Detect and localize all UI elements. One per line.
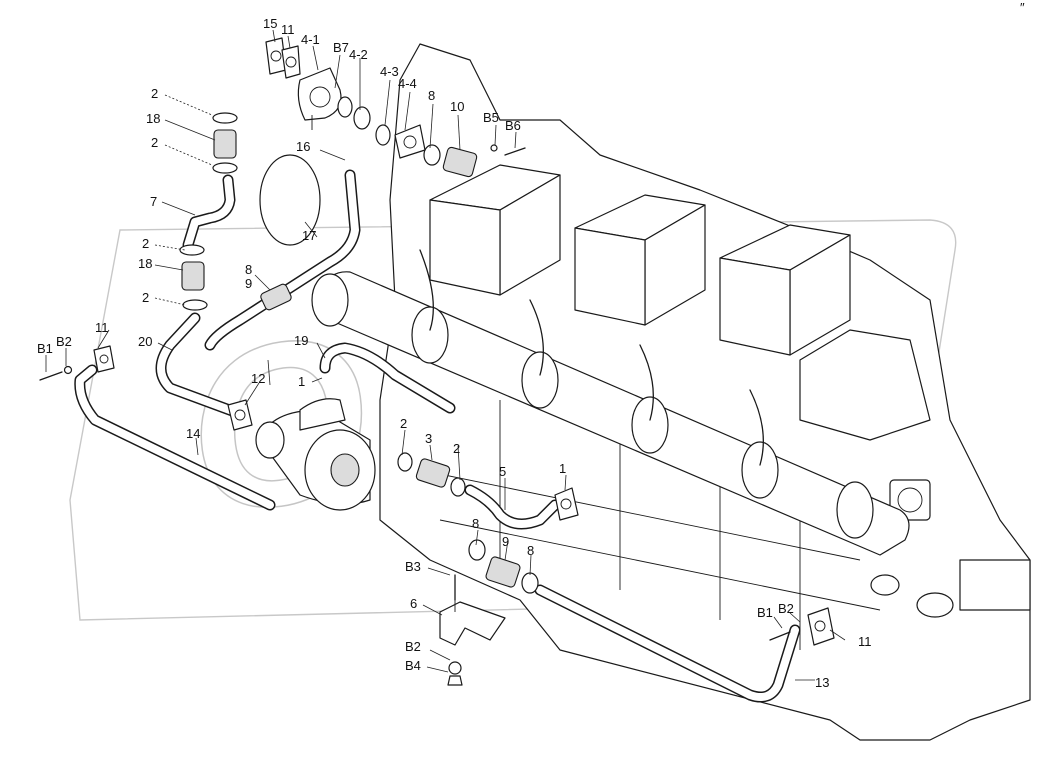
- callout-B5: B5: [483, 110, 499, 125]
- pipe-14: [74, 364, 276, 511]
- callout-20: 20: [138, 334, 152, 349]
- callout-1-right: 1: [559, 461, 566, 476]
- callout-15: 15: [263, 16, 277, 31]
- hose-18-upper: [212, 112, 238, 174]
- callout-2-f: 2: [453, 441, 460, 456]
- callout-11-top: 11: [281, 22, 295, 37]
- callout-13: 13: [815, 675, 829, 690]
- flange-11-right: [807, 607, 835, 646]
- flange-1-right: [554, 487, 579, 521]
- callout-B6: B6: [505, 118, 521, 133]
- flange-12: [227, 399, 253, 431]
- callout-4-2: 4-2: [349, 47, 368, 62]
- callout-14: 14: [186, 426, 200, 441]
- flange-11-left: [93, 345, 115, 373]
- callout-16: 16: [296, 139, 310, 154]
- leader-lines: [45, 29, 846, 681]
- callout-12: 12: [251, 371, 265, 386]
- callout-B4: B4: [405, 658, 421, 673]
- callout-2-c: 2: [142, 236, 149, 251]
- callout-10: 10: [450, 99, 464, 114]
- bracket-6: [439, 590, 506, 646]
- callout-2-b: 2: [151, 135, 158, 150]
- callout-8-top: 8: [428, 88, 435, 103]
- corner-mark: ″: [1020, 0, 1025, 15]
- exhaust-manifold: [311, 249, 910, 556]
- callout-9-mid: 9: [245, 276, 252, 291]
- callout-1-left: 1: [298, 374, 305, 389]
- callout-B1-right: B1: [757, 605, 773, 620]
- hose-9-mid: [260, 283, 292, 311]
- callout-2-e: 2: [400, 416, 407, 431]
- seals-4-x: [337, 96, 426, 159]
- hose-10-top: [423, 144, 478, 178]
- pipe-7: [182, 174, 236, 251]
- callout-8-mid: 8: [245, 262, 252, 277]
- pipe-5: [464, 484, 561, 530]
- hose-18-lower: [179, 244, 208, 311]
- hose-9-low: [468, 539, 539, 594]
- bolts-and-nuts: [39, 144, 791, 686]
- callout-2-d: 2: [142, 290, 149, 305]
- callout-7: 7: [150, 194, 157, 209]
- callout-18-b: 18: [138, 256, 152, 271]
- callout-11-right: 11: [858, 634, 872, 649]
- callout-4-4: 4-4: [398, 76, 417, 91]
- callout-8-low2: 8: [527, 543, 534, 558]
- callout-8-low: 8: [472, 516, 479, 531]
- callout-5: 5: [499, 464, 506, 479]
- turbocharger: [255, 154, 376, 511]
- callout-B3: B3: [405, 559, 421, 574]
- callout-labels: 15 11 4-1 B7 4-2 4-3 4-4 8 10 B5 B6 2 18…: [37, 0, 1025, 690]
- callout-6: 6: [410, 596, 417, 611]
- callout-11-left: 11: [95, 320, 109, 335]
- pipe-20: [155, 312, 241, 418]
- pipe-13: [534, 584, 801, 703]
- callout-19: 19: [294, 333, 308, 348]
- pipe-19: [319, 342, 456, 414]
- callout-B7: B7: [333, 40, 349, 55]
- callout-B1-left: B1: [37, 341, 53, 356]
- hose-3: [397, 452, 466, 497]
- callout-17: 17: [302, 228, 316, 243]
- callout-18-a: 18: [146, 111, 160, 126]
- callout-2-a: 2: [151, 86, 158, 101]
- callout-4-3: 4-3: [380, 64, 399, 79]
- elbow-4-1: [297, 67, 342, 130]
- callout-3: 3: [425, 431, 432, 446]
- engine-block: [379, 43, 1031, 741]
- callout-B2-left: B2: [56, 334, 72, 349]
- callout-B2-low: B2: [405, 639, 421, 654]
- callout-4-1: 4-1: [301, 32, 320, 47]
- gasket-11-top: [281, 45, 301, 79]
- pipe-16: [204, 169, 361, 351]
- callout-B2-right: B2: [778, 601, 794, 616]
- callout-9-low: 9: [502, 534, 509, 549]
